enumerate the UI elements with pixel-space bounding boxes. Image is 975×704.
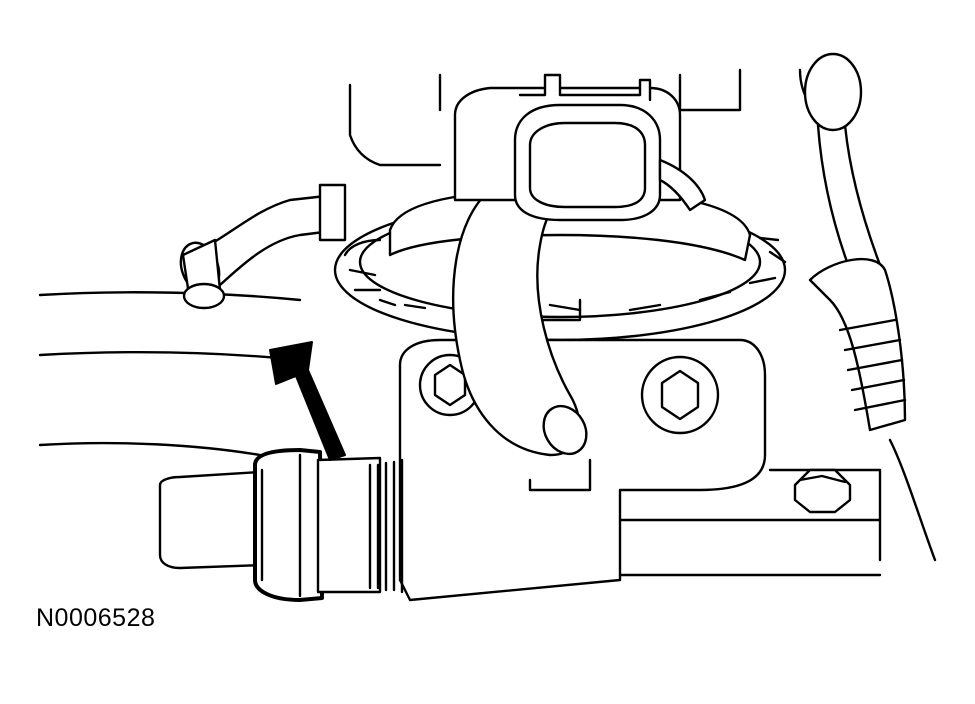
figure-reference-code: N0006528	[36, 604, 156, 632]
wiring-harness	[803, 52, 907, 432]
engine-background-lines	[38, 68, 937, 577]
vacuum-tube	[179, 183, 347, 310]
vacuum-hose	[452, 188, 588, 457]
mounting-bolt	[793, 468, 852, 514]
electrical-connector	[453, 73, 707, 222]
valve-body	[398, 338, 767, 602]
pointer-arrow-icon	[269, 341, 346, 461]
threaded-sensor	[158, 448, 404, 602]
